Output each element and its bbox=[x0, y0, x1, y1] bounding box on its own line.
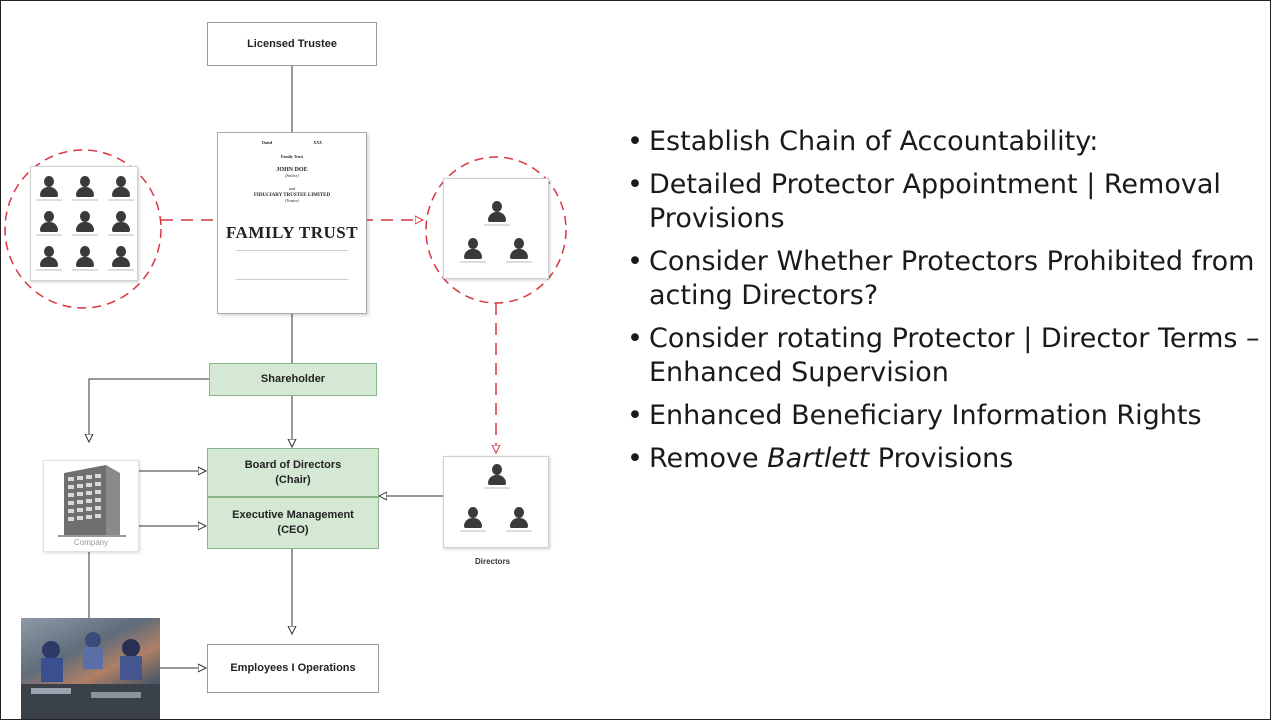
person-icon bbox=[72, 211, 98, 236]
deed-rule bbox=[236, 250, 348, 251]
shareholder-to-company-arrow bbox=[89, 378, 209, 442]
protector-card bbox=[443, 178, 549, 279]
executive-management-box: Executive Management (CEO) bbox=[207, 497, 379, 549]
bullet-item: Establish Chain of Accountability: bbox=[621, 125, 1261, 159]
deed-title: FAMILY TRUST bbox=[225, 223, 359, 242]
person-icon bbox=[36, 176, 62, 201]
person-icon bbox=[108, 246, 134, 271]
deed-trust-label: Family Trust bbox=[280, 154, 304, 159]
person-icon bbox=[108, 176, 134, 201]
shareholder-label: Shareholder bbox=[260, 373, 326, 386]
deed-dated-label: Dated bbox=[262, 140, 273, 145]
person-icon bbox=[72, 246, 98, 271]
directors-card bbox=[443, 456, 549, 548]
beneficiaries-dashed-circle bbox=[4, 149, 162, 309]
deed-rule-lower bbox=[236, 279, 348, 280]
employees-operations-box: Employees I Operations bbox=[207, 644, 379, 693]
governance-diagram: Licensed Trustee Dated XXX Family Trust … bbox=[1, 1, 601, 720]
employees-label: Employees I Operations bbox=[230, 662, 356, 675]
bullet-item: Detailed Protector Appointment | Removal… bbox=[621, 168, 1261, 236]
executive-label: Executive Management (CEO) bbox=[232, 509, 354, 536]
bullet-item: Remove Bartlett Provisions bbox=[621, 442, 1261, 476]
licensed-trustee-box: Licensed Trustee bbox=[207, 22, 377, 66]
person-icon bbox=[506, 238, 532, 263]
person-icon bbox=[460, 507, 486, 532]
bullet-text-post: Provisions bbox=[869, 443, 1014, 474]
factory-workers-photo bbox=[21, 618, 160, 719]
person-icon bbox=[460, 238, 486, 263]
deed-and: and bbox=[289, 186, 295, 191]
person-icon bbox=[484, 201, 510, 226]
company-card: Company bbox=[43, 460, 139, 552]
bullet-text: Enhanced Beneficiary Information Rights bbox=[649, 400, 1202, 431]
person-icon bbox=[36, 246, 62, 271]
shareholder-box: Shareholder bbox=[209, 363, 377, 396]
person-icon bbox=[484, 464, 510, 489]
deed-trustee-name: FIDUCIARY TRUSTEE LIMITED bbox=[253, 193, 331, 198]
deed-trustee-role: (Trustee) bbox=[284, 198, 300, 203]
bullet-text: Consider Whether Protectors Prohibited f… bbox=[649, 246, 1255, 311]
bullet-text: Detailed Protector Appointment | Removal… bbox=[649, 169, 1221, 234]
board-of-directors-box: Board of Directors (Chair) bbox=[207, 448, 379, 497]
person-icon bbox=[108, 211, 134, 236]
bullet-list: Establish Chain of Accountability: Detai… bbox=[621, 125, 1261, 485]
person-icon bbox=[506, 507, 532, 532]
bullet-text: Consider rotating Protector | Director T… bbox=[649, 323, 1260, 388]
bullet-item: Enhanced Beneficiary Information Rights bbox=[621, 399, 1261, 433]
bullet-text-pre: Remove bbox=[649, 443, 768, 474]
photo-scene bbox=[21, 632, 160, 719]
bullet-item: Consider Whether Protectors Prohibited f… bbox=[621, 245, 1261, 313]
bullet-text-emphasis: Bartlett bbox=[767, 443, 870, 474]
bullet-item: Consider rotating Protector | Director T… bbox=[621, 322, 1261, 390]
trust-deed-document: Dated XXX Family Trust JOHN DOE (Settlor… bbox=[217, 132, 367, 314]
person-icon bbox=[72, 176, 98, 201]
company-caption: Company bbox=[73, 538, 109, 547]
beneficiaries-card bbox=[30, 166, 138, 281]
connector-layer bbox=[4, 66, 567, 720]
licensed-trustee-label: Licensed Trustee bbox=[247, 37, 337, 50]
bullet-text: Establish Chain of Accountability: bbox=[649, 126, 1099, 157]
person-icon bbox=[36, 211, 62, 236]
deed-settlor-name: JOHN DOE bbox=[276, 167, 308, 173]
board-label: Board of Directors (Chair) bbox=[244, 458, 342, 486]
office-building-icon bbox=[58, 465, 126, 537]
directors-caption: Directors bbox=[475, 557, 511, 566]
deed-year: XXX bbox=[313, 140, 322, 145]
deed-settlor-role: (Settlor) bbox=[285, 173, 299, 178]
